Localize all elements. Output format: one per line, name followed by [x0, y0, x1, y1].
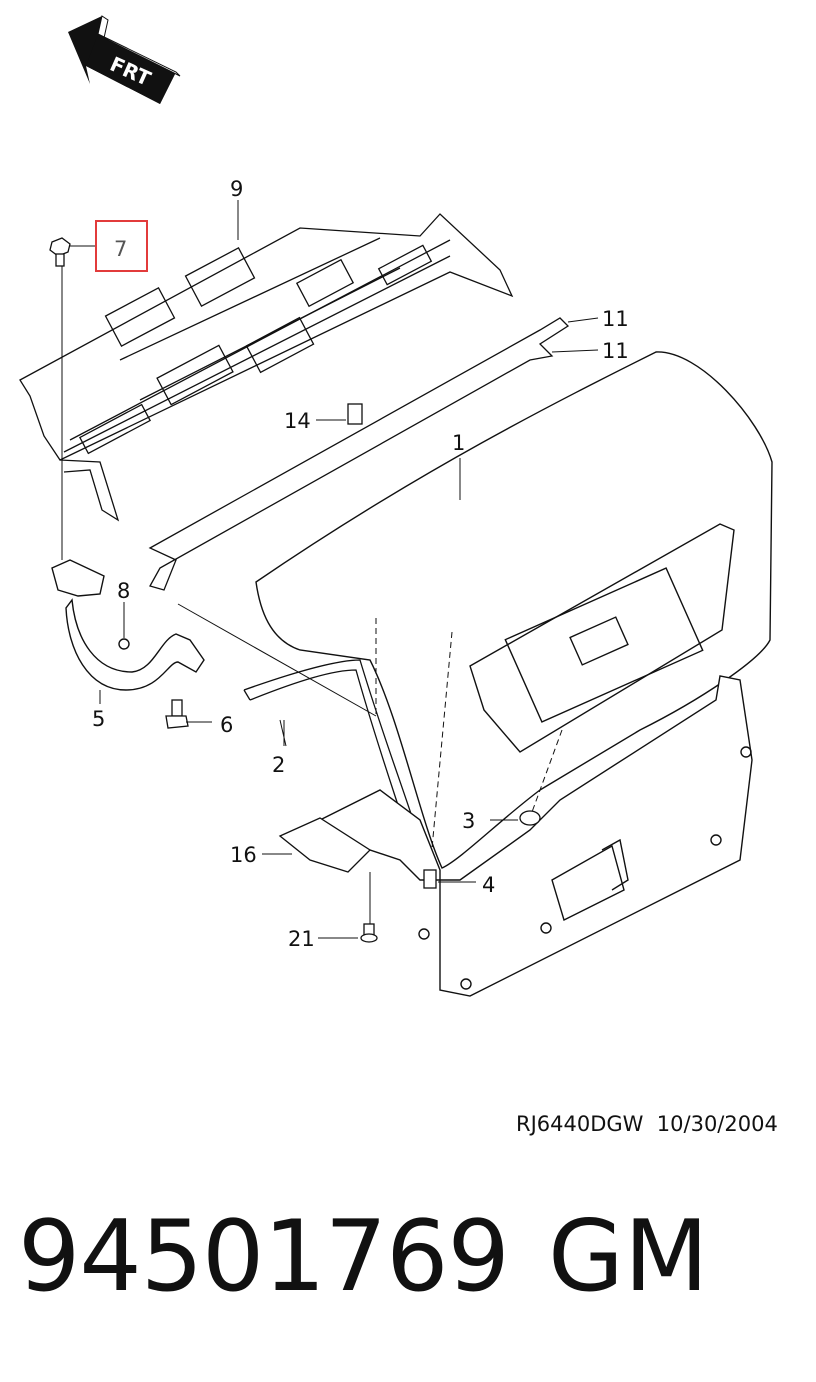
callout-2: 2: [272, 753, 285, 777]
leader-lines: [70, 200, 461, 746]
callout-labels: 1 2 3 4 5 6 7 8 9 11 11 14 16 21: [92, 177, 629, 951]
callout-11-upper: 11: [602, 307, 629, 331]
callout-3: 3: [462, 809, 475, 833]
clip-14: [316, 403, 363, 425]
callout-16: 16: [230, 843, 257, 867]
callout-21: 21: [288, 927, 315, 951]
callout-9: 9: [230, 177, 243, 201]
callout-7: 7: [114, 237, 127, 261]
callout-1: 1: [452, 431, 465, 455]
rear-shelf-panel: [19, 213, 514, 522]
callout-4: 4: [482, 873, 495, 897]
brand-label: GM: [548, 1200, 709, 1314]
bolt-6: [165, 699, 212, 729]
callout-6: 6: [220, 713, 233, 737]
bumper-4: [423, 869, 476, 889]
exploded-parts-diagram: FRT: [19, 15, 773, 997]
screw-21: [318, 872, 378, 943]
callout-11-lower: 11: [602, 339, 629, 363]
drawing-code: RJ6440DGW 10/30/2004: [516, 1112, 778, 1136]
part-number: 94501769: [18, 1200, 510, 1314]
callout-14: 14: [284, 409, 311, 433]
latch-16: [262, 817, 372, 873]
front-direction-arrow-icon: FRT: [68, 15, 181, 104]
hinge-5: [51, 559, 205, 704]
bumper-3: [490, 810, 541, 826]
trunk-lid-1: [177, 351, 773, 871]
bolt-7: [49, 237, 71, 560]
callout-5: 5: [92, 707, 105, 731]
callout-8: 8: [117, 579, 130, 603]
highlight-box-7: [95, 220, 148, 272]
seal-11: [148, 317, 599, 591]
trunk-lid-trim-panel: [297, 675, 753, 997]
